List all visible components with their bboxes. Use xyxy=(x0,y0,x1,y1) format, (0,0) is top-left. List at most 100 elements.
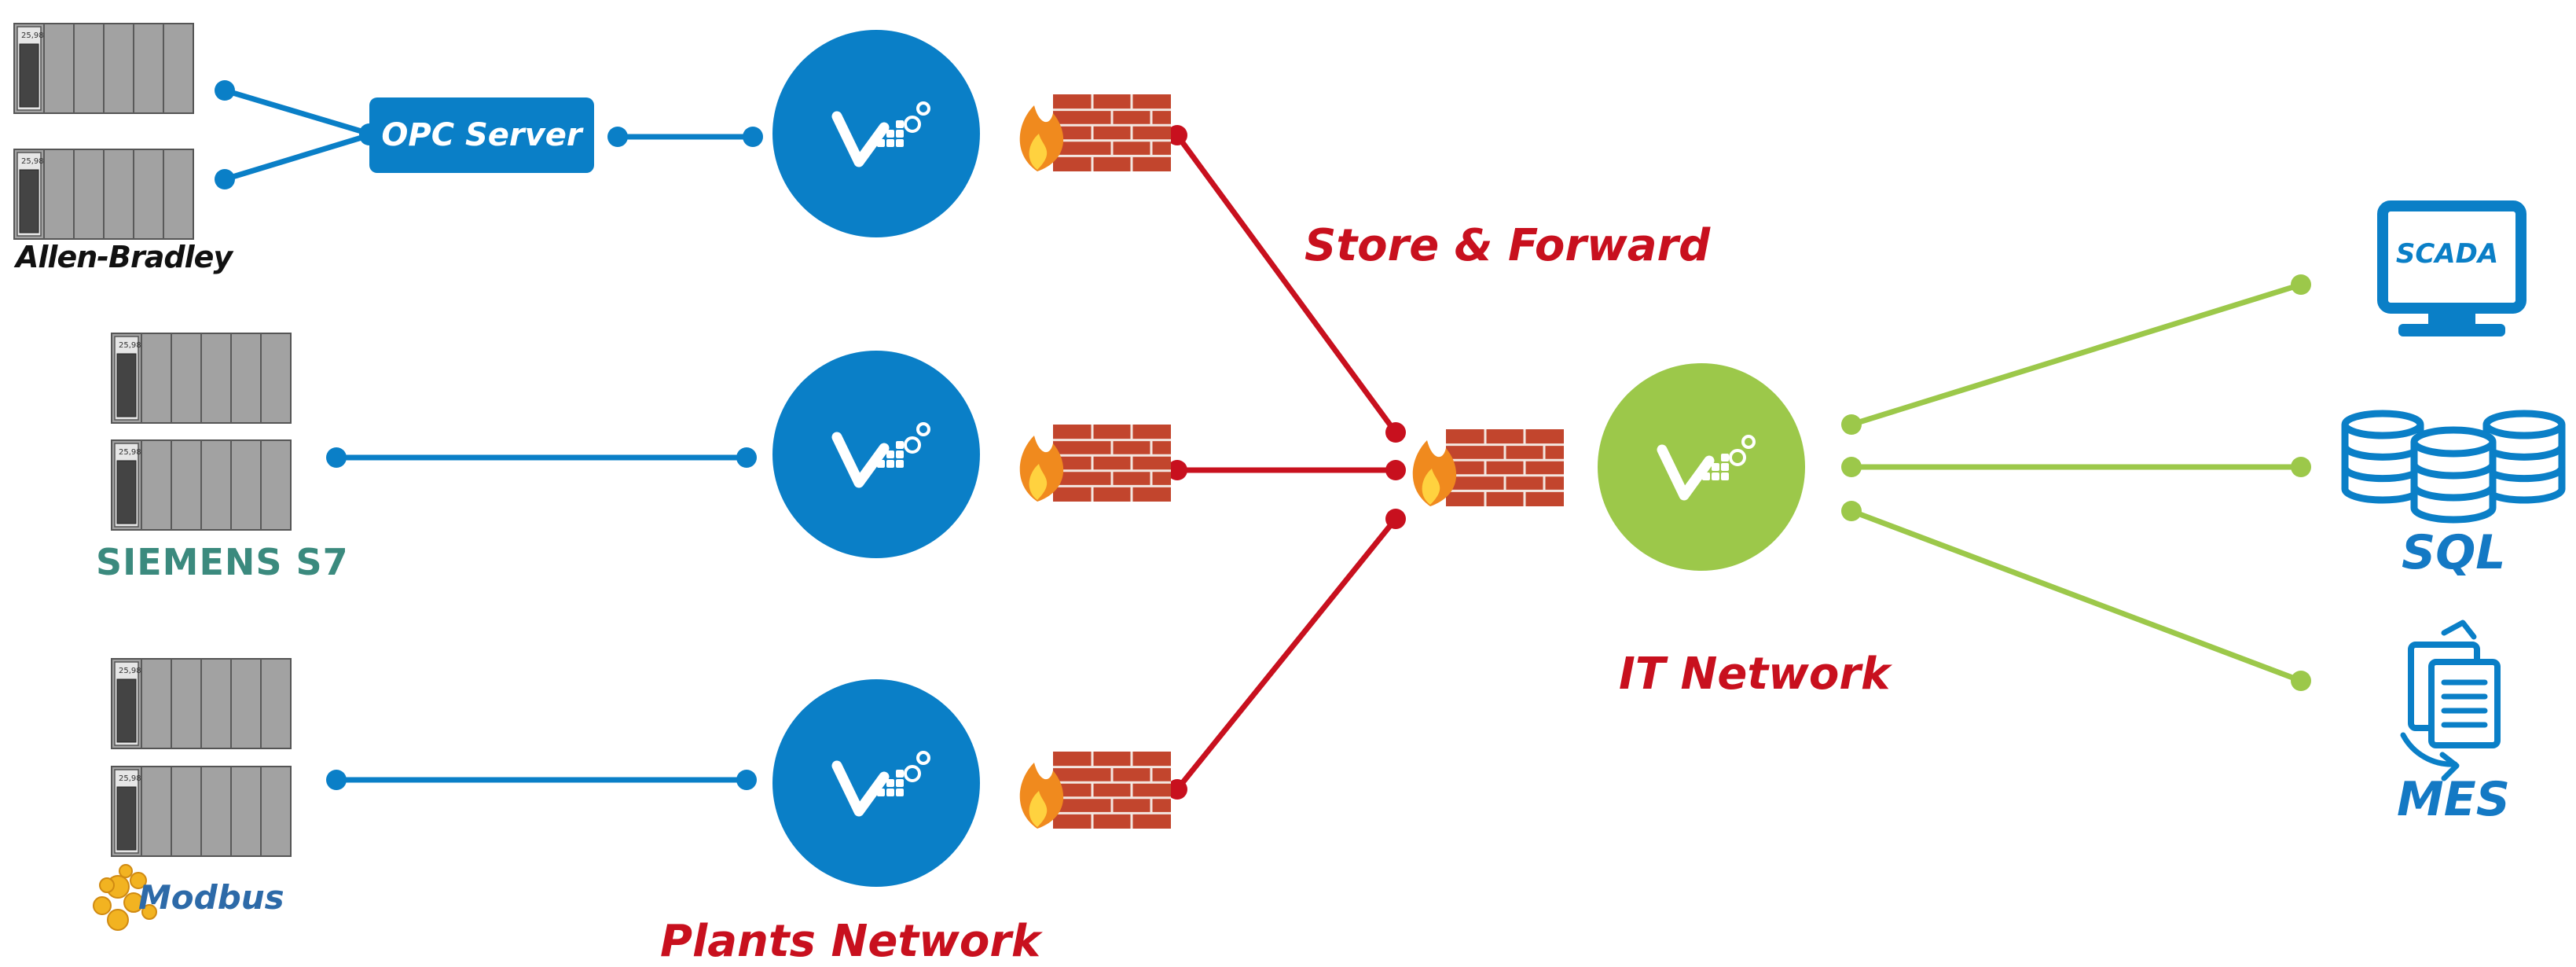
fw1-to-central-dot-start xyxy=(1167,125,1187,145)
modbus-logo-dot xyxy=(107,909,129,931)
scada-stand xyxy=(2428,308,2475,325)
sql-cylinder-ring xyxy=(2410,485,2497,502)
gateway-plant-2-check xyxy=(831,432,890,488)
gateway-plant-3-dot xyxy=(896,779,904,787)
gateway-plant-2-dot xyxy=(877,460,885,468)
gateway-plant-2-dot xyxy=(896,441,904,449)
gateway-plant-1-dot xyxy=(896,120,904,128)
plc-allen-bradley-1-tag: 25,98 xyxy=(21,31,44,40)
modbus-logo-dot xyxy=(130,872,147,889)
modbus-logo-icon xyxy=(93,864,157,931)
gateway-plant-2 xyxy=(772,351,980,558)
firewall-plant-1-flame-core xyxy=(1029,134,1048,170)
gateway-it-dot xyxy=(1702,472,1710,480)
firewall-plant-2 xyxy=(1019,425,1171,502)
gateway-it-dot xyxy=(1712,472,1719,480)
firewall-plant-1 xyxy=(1019,94,1171,171)
opc-server-label: OPC Server xyxy=(381,117,582,153)
opc-to-gateway1-dot-end xyxy=(743,127,763,147)
modbus-logo-dot xyxy=(119,864,133,878)
fw1-to-central-dot-end xyxy=(1385,422,1406,443)
modbus-logo-dot xyxy=(93,896,112,915)
plc-siemens-1: 25,98 xyxy=(111,333,292,424)
sql-database-icon xyxy=(2341,410,2566,524)
firewall-central xyxy=(1412,429,1564,506)
sql-cylinder-body xyxy=(2410,442,2497,524)
gateway-plant-2-gear xyxy=(916,422,930,436)
siemens-to-gateway2-dot-start xyxy=(326,447,347,468)
scada-label: SCADA xyxy=(2395,238,2499,270)
ab1-to-opc-dot-start xyxy=(215,80,235,101)
gateway-it-dot xyxy=(1712,463,1719,471)
gateway-plant-3-dot xyxy=(896,789,904,796)
sql-cylinder xyxy=(2482,410,2566,504)
modbus-to-gateway3-dot-start xyxy=(326,770,347,790)
gateway-plant-2-gear xyxy=(904,436,921,454)
ab2-to-opc-dot-start xyxy=(215,169,235,189)
plc-modbus-1-cpu-screen xyxy=(116,678,137,743)
sql-label: SQL xyxy=(2402,525,2506,580)
ab2-to-opc-line xyxy=(222,132,372,182)
siemens-label: SIEMENS S7 xyxy=(96,541,349,583)
modbus-to-gateway3-dot-end xyxy=(736,770,757,790)
sql-cylinder-top xyxy=(2410,426,2497,458)
gateway-it-dot xyxy=(1721,472,1729,480)
gateway-plant-1-gear xyxy=(904,116,921,133)
gateway-plant-3-dot xyxy=(886,779,894,787)
gateway-plant-1-check xyxy=(831,111,890,167)
plc-allen-bradley-2-tag: 25,98 xyxy=(21,157,44,166)
fw1-to-central-line xyxy=(1174,132,1399,436)
gateway-it-gear xyxy=(1741,435,1756,449)
allen-bradley-label: Allen-Bradley xyxy=(16,240,233,274)
firewall-plant-3-wall xyxy=(1053,752,1171,829)
sql-cylinder-top xyxy=(2482,410,2566,439)
ab1-to-opc xyxy=(215,80,380,144)
sql-cylinder-ring xyxy=(2410,463,2497,480)
firewall-central-flame-core xyxy=(1422,469,1440,505)
plc-modbus-2-tag: 25,98 xyxy=(119,774,141,783)
gateway-plant-3-dot xyxy=(896,770,904,778)
opc-to-gateway1-dot-start xyxy=(607,127,628,147)
firewall-plant-1-wall xyxy=(1053,94,1171,171)
it-to-mes-dot-start xyxy=(1841,501,1862,521)
gateway-plant-2-dot xyxy=(886,460,894,468)
modbus-logo-dot xyxy=(141,904,157,920)
plc-allen-bradley-2-cpu-screen xyxy=(19,169,39,233)
gateway-plant-2-dot xyxy=(896,460,904,468)
it-to-scada-dot-end xyxy=(2291,274,2311,295)
gateway-plant-1 xyxy=(772,30,980,237)
firewall-plant-2-flame-core xyxy=(1029,464,1048,500)
plc-modbus-2-cpu-screen xyxy=(116,786,137,851)
opc-to-gateway1 xyxy=(607,127,763,147)
gateway-plant-1-dot xyxy=(896,139,904,147)
plc-siemens-2-cpu-screen xyxy=(116,460,137,524)
gateway-plant-3-gear xyxy=(916,751,930,765)
gateway-it-check xyxy=(1657,444,1715,501)
gateway-plant-3-dot xyxy=(886,789,894,796)
scada-base xyxy=(2398,324,2505,336)
ab2-to-opc xyxy=(215,125,380,189)
fw2-to-central xyxy=(1167,460,1406,480)
fw1-to-central xyxy=(1167,125,1406,443)
it-to-sql xyxy=(1841,457,2311,477)
plc-siemens-1-cpu-screen xyxy=(116,353,137,417)
sql-cylinder-top xyxy=(2341,410,2424,439)
plc-allen-bradley-1-cpu-screen xyxy=(19,43,39,108)
gateway-plant-1-dot xyxy=(886,139,894,147)
gateway-plant-1-dot xyxy=(896,130,904,138)
modbus-logo-dot xyxy=(99,877,115,893)
ab1-to-opc-line xyxy=(222,87,372,137)
modbus-to-gateway3 xyxy=(326,770,757,790)
it-to-mes-dot-end xyxy=(2291,671,2311,691)
it-network-label: IT Network xyxy=(1619,649,1891,700)
gateway-it-dot xyxy=(1721,463,1729,471)
it-to-scada-line xyxy=(1848,281,2304,428)
modbus-label: Modbus xyxy=(138,878,284,917)
fw3-to-central xyxy=(1167,509,1406,800)
plc-allen-bradley-1: 25,98 xyxy=(13,23,194,114)
firewall-central-wall xyxy=(1446,429,1564,506)
it-to-sql-dot-end xyxy=(2291,457,2311,477)
firewall-plant-3-flame-core xyxy=(1029,791,1048,827)
plc-modbus-1: 25,98 xyxy=(111,658,292,749)
gateway-plant-1-gear xyxy=(916,101,930,116)
